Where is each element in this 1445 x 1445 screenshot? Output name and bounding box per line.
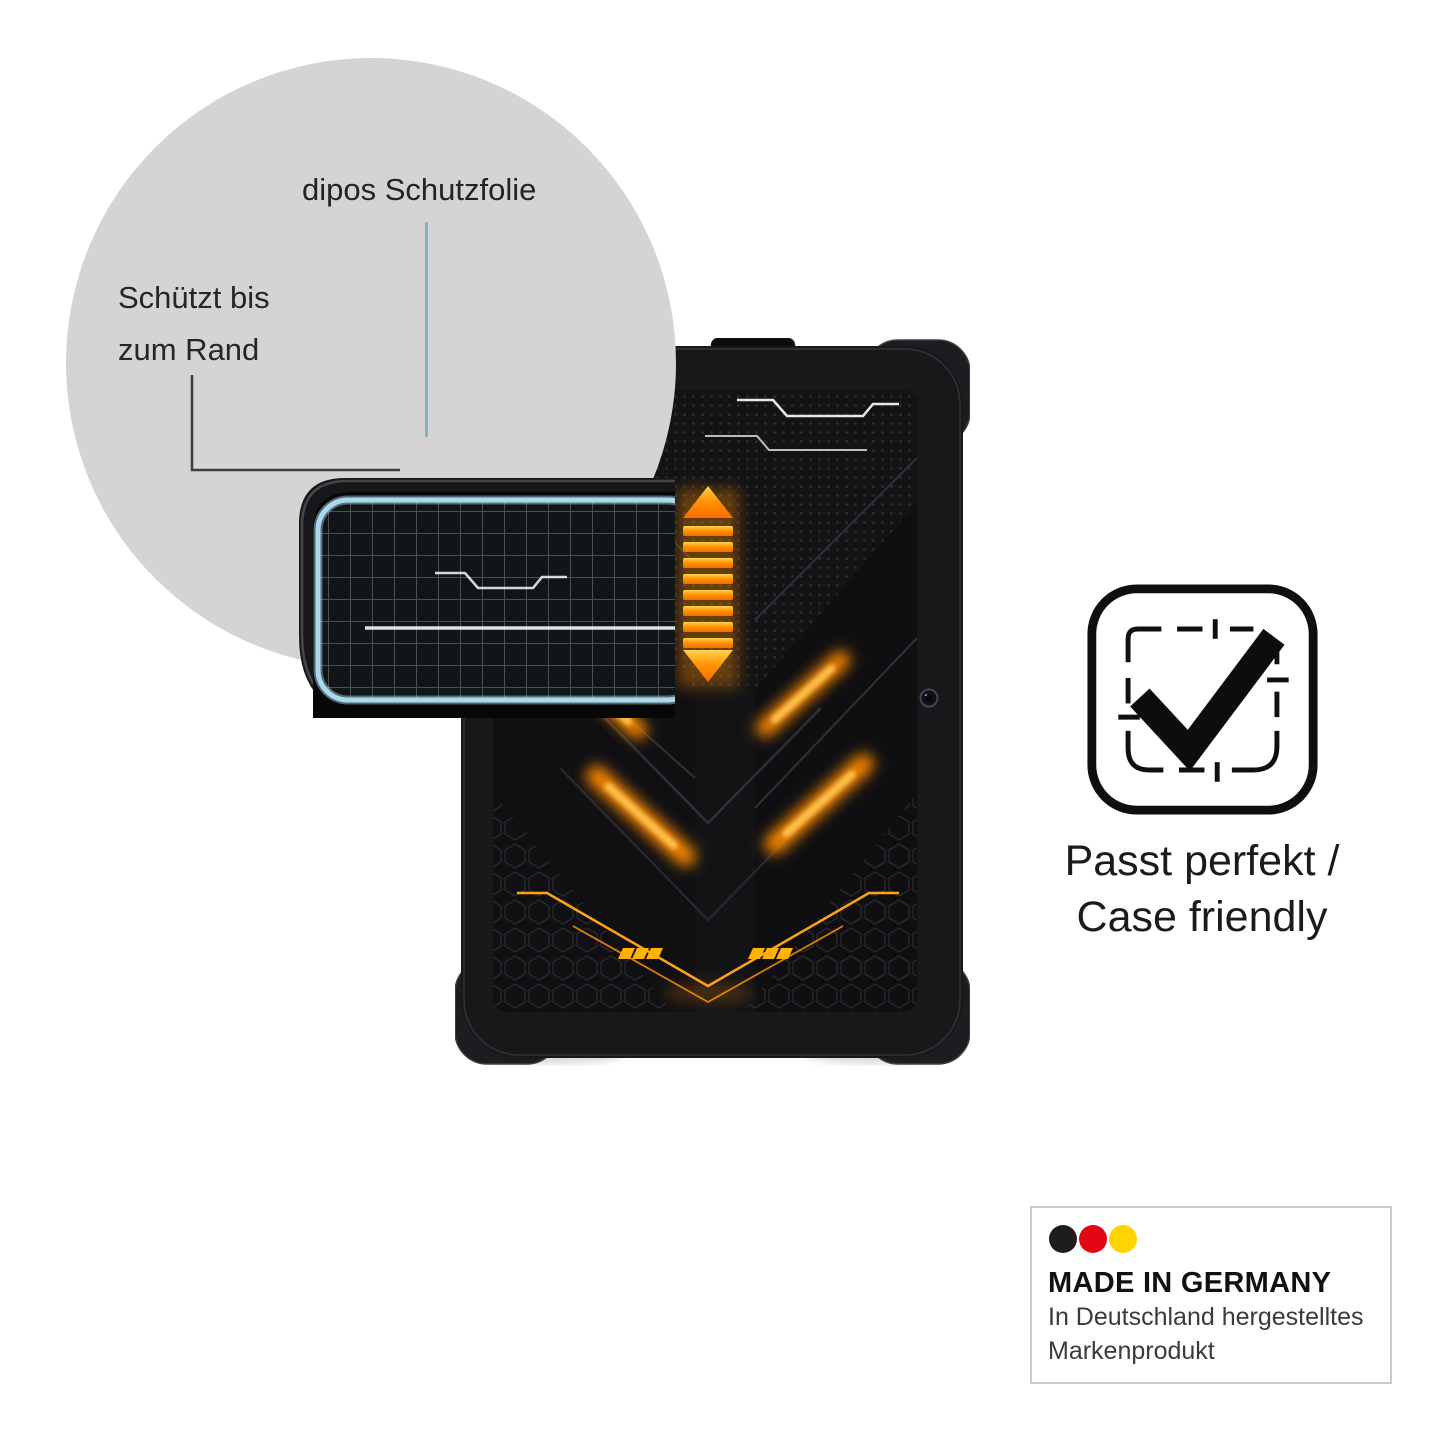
screen-protector-detail <box>299 478 675 718</box>
origin-subtitle-line1: In Deutschland hergestelltes <box>1048 1303 1364 1331</box>
crop-marks-icon <box>1117 619 1289 782</box>
pointer-line-blue <box>425 222 428 437</box>
flag-dot-black <box>1049 1225 1077 1253</box>
protector-grid <box>318 500 675 700</box>
protector-edge-border <box>315 497 675 703</box>
case-friendly-icon <box>1086 584 1318 815</box>
origin-subtitle-line2: Markenprodukt <box>1048 1337 1215 1365</box>
arrow-stack <box>683 486 733 682</box>
fit-badge: Passt perfekt / Case friendly <box>1020 582 1384 945</box>
front-camera <box>919 688 939 708</box>
germany-flag-dots-icon <box>1049 1225 1137 1253</box>
edge-claim-line1: Schützt bis <box>118 280 270 315</box>
orange-dashes <box>618 948 793 959</box>
check-icon <box>1129 628 1285 772</box>
edge-claim-line2: zum Rand <box>118 332 260 367</box>
flag-dot-yellow <box>1109 1225 1137 1253</box>
origin-title: MADE IN GERMANY <box>1048 1267 1332 1299</box>
fit-caption: Passt perfekt / Case friendly <box>1020 833 1384 945</box>
origin-badge: MADE IN GERMANY In Deutschland hergestel… <box>1030 1206 1392 1384</box>
fit-caption-line1: Passt perfekt / <box>1064 837 1340 885</box>
product-label: dipos Schutzfolie <box>302 172 537 207</box>
flag-dot-red <box>1079 1225 1107 1253</box>
fit-caption-line2: Case friendly <box>1076 893 1328 941</box>
edge-claim-label: Schützt bis zum Rand <box>118 272 270 376</box>
pointer-line-black <box>190 375 400 472</box>
